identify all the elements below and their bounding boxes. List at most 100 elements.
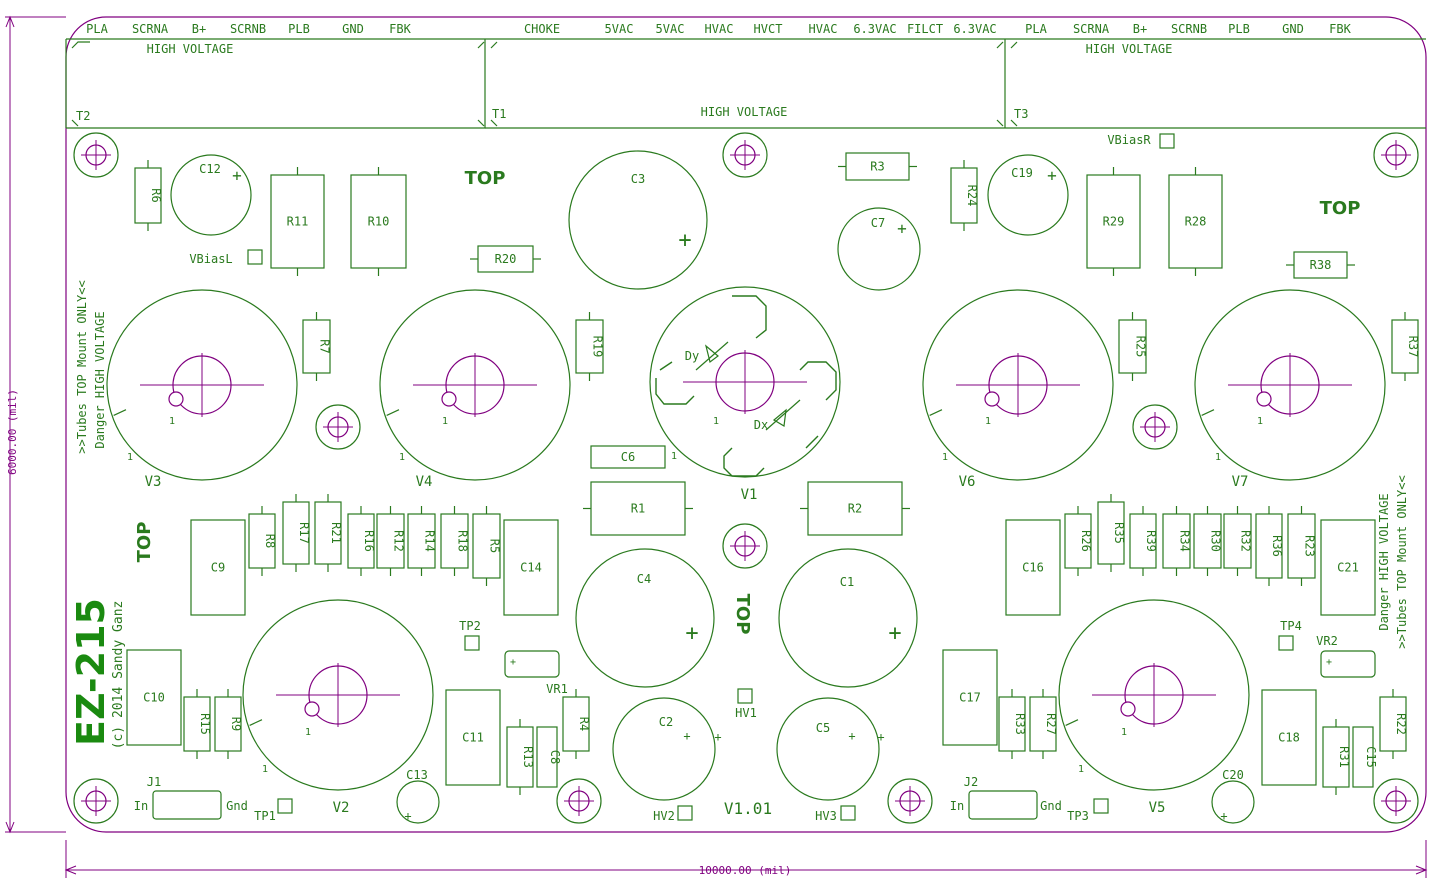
capacitor-polarity-c4: + [685,621,698,646]
capacitor-label-c3: C3 [631,172,645,186]
resistor-label-r7: R7 [318,339,332,353]
capacitor-polarity-c13: + [404,809,411,823]
resistor-label-r33: R33 [1013,713,1027,735]
jack-pin-in: In [950,799,964,813]
test-pad-vbiasr [1159,133,1175,149]
capacitor-label-c12: C12 [199,162,221,176]
tube-pin1-label: 1 [169,416,175,427]
mounting-hole-8 [887,778,933,824]
resistor-label-r5: R5 [488,539,502,553]
rectifier-wire-trace [805,435,819,449]
test-pad-tp1 [277,798,293,814]
width-dimension-label: 10000.00 (mil) [699,864,792,877]
capacitor-label-c13: C13 [406,768,428,782]
capacitor-polarity-c7: + [897,219,907,238]
tube-outer-pin1-label: 1 [942,452,948,463]
header-right-5: GND [1282,22,1304,36]
capacitor-label-c6: C6 [621,450,635,464]
capacitor-label-c15: C15 [1364,746,1378,768]
resistor-label-r37: R37 [1406,336,1420,358]
tube-outer-pin1-label: 1 [671,451,677,462]
capacitor-c9-body [190,519,246,616]
mounting-hole-5 [1132,404,1178,450]
resistor-label-r3: R3 [870,160,884,174]
tube-label-v3: V3 [145,474,162,490]
rectifier-wire-trace [655,361,695,405]
resistor-label-r23: R23 [1303,535,1317,557]
tube-pin1-label: 1 [305,727,311,738]
capacitor-c6-body [590,445,666,469]
header-right-4: PLB [1228,22,1250,36]
capacitor-label-c16: C16 [1022,561,1044,575]
capacitor-label-c5: C5 [816,721,830,735]
capacitor-polarity-c20: + [1220,809,1227,823]
capacitor-polarity-c19: + [1047,166,1057,185]
resistor-label-r34: R34 [1178,530,1192,552]
dimension-lines [5,15,1428,878]
transformer-label-t2: T2 [76,109,90,123]
capacitor-c12-outline [170,154,252,236]
component-silkscreen [73,132,1419,824]
capacitor-c2-outline [612,697,716,801]
diode-dx-body [772,408,787,427]
header-center-5: HVAC [809,22,838,36]
capacitor-polarity-c2: + [683,729,690,743]
capacitor-c17-body [942,649,998,746]
transformer-warning-t2: HIGH VOLTAGE [147,42,234,56]
capacitor-c14-body [503,519,559,616]
height-dimension-label: 6000.00 (mil) [6,389,19,475]
resistor-label-r14: R14 [423,530,437,552]
test-pad-vbiasl [247,249,263,265]
right-note-danger: Danger HIGH VOLTAGE [1377,493,1391,630]
test-pad-hv1 [737,688,753,704]
tube-pin1-label: 1 [442,416,448,427]
mounting-hole-4 [722,523,768,569]
board-copyright: (c) 2014 Sandy Ganz [111,601,126,750]
header-left-3: SCRNB [230,22,266,36]
trimmer-vr1-body [504,650,560,678]
test-pad-label-hv1: HV1 [735,706,757,720]
capacitor-c4-outline [575,548,715,688]
resistor-label-r32: R32 [1239,530,1253,552]
capacitor-label-c4: C4 [637,572,651,586]
test-pad-label-tp2: TP2 [459,619,481,633]
header-center-4: HVCT [754,22,783,36]
tube-socket-v1 [649,286,841,478]
capacitor-label-c14: C14 [520,561,542,575]
tube-label-v4: V4 [416,474,433,490]
header-right-2: B+ [1133,22,1147,36]
resistor-label-r35: R35 [1112,522,1126,544]
tube-pin1-label: 1 [1121,727,1127,738]
tube-pin1-label: 1 [985,416,991,427]
jack-pin-gnd: Gnd [226,799,248,813]
resistor-label-r1: R1 [631,502,645,516]
header-center-1: 5VAC [605,22,634,36]
tube-key-notch [984,391,1000,407]
header-right-3: SCRNB [1171,22,1207,36]
board-title: EZ-215 [69,598,113,746]
tube-pin1-label: 1 [1257,416,1263,427]
jack-label-j2: J2 [964,775,978,789]
resistor-label-r11: R11 [287,215,309,229]
capacitor-c8-body [536,726,558,788]
trimmer-polarity: + [510,657,516,668]
capacitor-c16-body [1005,519,1061,616]
resistor-label-r39: R39 [1144,530,1158,552]
tube-socket-outline [1058,599,1250,791]
trimmer-label-vr2: VR2 [1316,634,1338,648]
tube-outer-pin1-label: 1 [1215,452,1221,463]
resistor-label-r10: R10 [368,215,390,229]
resistor-label-r12: R12 [392,530,406,552]
resistor-label-r20: R20 [495,252,517,266]
header-center-7: FILCT [907,22,943,36]
header-left-5: GND [342,22,364,36]
capacitor-label-c9: C9 [211,561,225,575]
capacitor-polarity-c1: + [888,621,901,646]
trimmer-polarity: + [1326,657,1332,668]
tube-label-v1: V1 [741,487,758,503]
resistor-label-r25: R25 [1134,336,1148,358]
capacitor-c11-body [445,689,501,786]
test-pad-hv3 [840,805,856,821]
test-pad-label-hv3: HV3 [815,809,837,823]
